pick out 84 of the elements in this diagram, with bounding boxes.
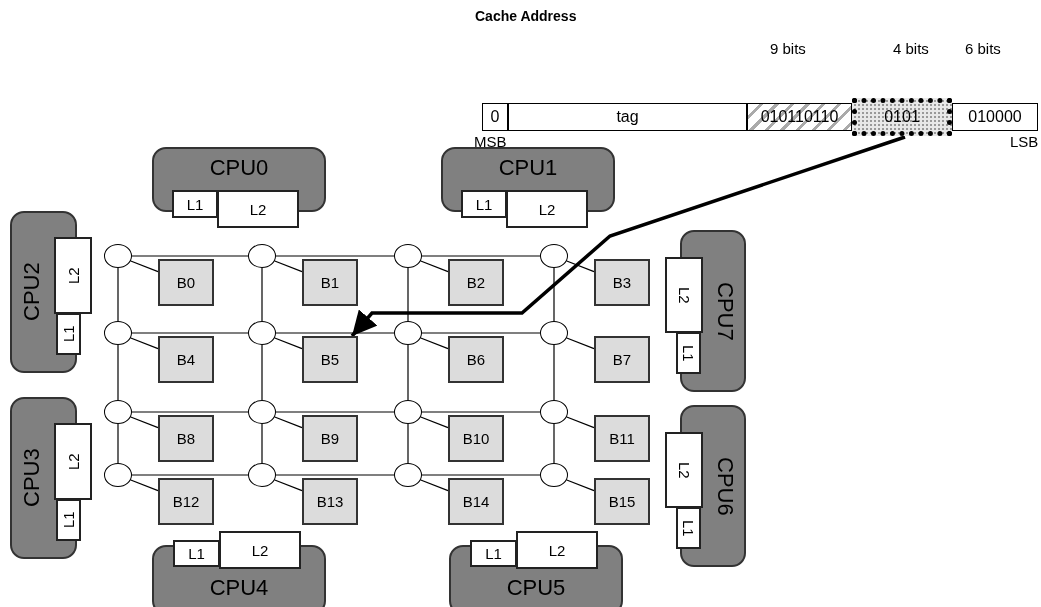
cache-bank-box: B12	[158, 478, 214, 525]
address-field: tag	[508, 103, 747, 131]
connector-line	[407, 267, 409, 322]
connector-line	[420, 479, 449, 492]
connector-line	[274, 416, 303, 429]
address-field: 0	[482, 103, 508, 131]
connector-line	[261, 267, 263, 322]
connector-line	[274, 337, 303, 350]
lsb-label: LSB	[1010, 133, 1039, 150]
connector-line	[274, 479, 303, 492]
connector-line	[566, 260, 595, 273]
connector-line	[261, 344, 263, 401]
connector-line	[420, 416, 449, 429]
cache-bank-box: B7	[594, 336, 650, 383]
cache-bank-box: B11	[594, 415, 650, 462]
arrow	[350, 135, 906, 338]
cache-bank-box: B5	[302, 336, 358, 383]
cache-box: L2	[665, 432, 703, 508]
cache-bank-box: B3	[594, 259, 650, 306]
connector-line	[407, 344, 409, 401]
address-field: 010000	[952, 103, 1038, 131]
cache-box: L1	[56, 313, 81, 355]
connector-line	[566, 479, 595, 492]
connector-line	[275, 332, 395, 334]
connector-line	[421, 332, 541, 334]
connector-line	[407, 423, 409, 464]
connector-line	[421, 474, 541, 476]
cache-box: L1	[173, 540, 220, 567]
cache-bank-box: B13	[302, 478, 358, 525]
connector-line	[130, 416, 159, 429]
cache-bank-box: B9	[302, 415, 358, 462]
connector-line	[566, 416, 595, 429]
cache-box: L1	[470, 540, 517, 567]
cache-bank-box: B14	[448, 478, 504, 525]
connector-line	[420, 337, 449, 350]
connector-line	[421, 411, 541, 413]
connector-line	[131, 332, 249, 334]
bit-width-label: 6 bits	[965, 40, 1001, 57]
connector-line	[275, 474, 395, 476]
connector-line	[261, 423, 263, 464]
cache-bank-box: B8	[158, 415, 214, 462]
connector-line	[130, 260, 159, 273]
cache-bank-box: B6	[448, 336, 504, 383]
title: Cache Address	[475, 8, 577, 24]
msb-label: MSB	[474, 133, 507, 150]
connector-line	[131, 255, 249, 257]
cache-box: L2	[516, 531, 598, 569]
connector-line	[553, 344, 555, 401]
cache-box: L2	[54, 423, 92, 500]
connector-line	[275, 411, 395, 413]
cache-box: L2	[217, 190, 299, 228]
cache-bank-box: B2	[448, 259, 504, 306]
cache-box: L2	[219, 531, 301, 569]
cache-bank-box: B1	[302, 259, 358, 306]
connector-line	[566, 337, 595, 350]
connector-line	[421, 255, 541, 257]
bit-width-label: 9 bits	[770, 40, 806, 57]
connector-line	[553, 423, 555, 464]
cache-bank-box: B10	[448, 415, 504, 462]
connector-line	[131, 411, 249, 413]
connector-line	[117, 344, 119, 401]
cache-bank-box: B0	[158, 259, 214, 306]
bit-width-label: 4 bits	[893, 40, 929, 57]
cache-box: L1	[676, 507, 701, 549]
index-field: 010110110	[747, 103, 852, 131]
cache-box: L2	[54, 237, 92, 314]
connector-line	[553, 267, 555, 322]
cache-box: L1	[172, 190, 218, 218]
cache-box: L1	[461, 190, 507, 218]
cache-bank-box: B4	[158, 336, 214, 383]
connector-line	[274, 260, 303, 273]
bank-select-field: 0101	[852, 98, 952, 136]
cache-box: L2	[506, 190, 588, 228]
cache-box: L1	[56, 499, 81, 541]
connector-line	[117, 423, 119, 464]
cache-box: L2	[665, 257, 703, 333]
connector-line	[130, 337, 159, 350]
connector-line	[131, 474, 249, 476]
connector-line	[130, 479, 159, 492]
connector-line	[117, 267, 119, 322]
connector-line	[420, 260, 449, 273]
cache-box: L1	[676, 332, 701, 374]
connector-line	[275, 255, 395, 257]
cache-bank-box: B15	[594, 478, 650, 525]
